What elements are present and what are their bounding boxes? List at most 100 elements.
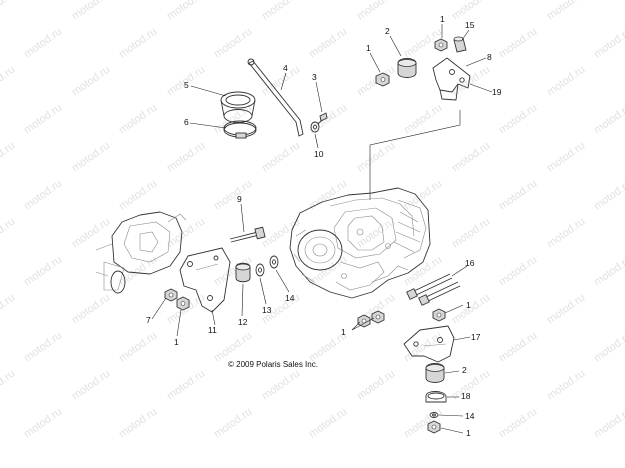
watermark-text: motod.ru — [545, 216, 587, 251]
watermark-text: motod.ru — [497, 102, 539, 137]
nut-part — [434, 38, 448, 52]
watermark-text: motod.ru — [402, 330, 444, 365]
small-bolt-part — [317, 112, 328, 125]
watermark-text: motod.ru — [545, 368, 587, 403]
engine-mount-bracket — [179, 247, 231, 313]
watermark-text: motod.ru — [70, 0, 112, 22]
watermark-text: motod.ru — [117, 406, 159, 441]
callout-label: 10 — [314, 149, 324, 159]
watermark-text: motod.ru — [545, 0, 587, 22]
watermark-text: motod.ru — [212, 406, 254, 441]
watermark-text: motod.ru — [592, 102, 625, 137]
watermark-text: motod.ru — [165, 216, 207, 251]
leader-lines — [151, 24, 493, 434]
copyright-text: © 2009 Polaris Sales Inc. — [228, 360, 318, 369]
watermark-text: motod.ru — [70, 368, 112, 403]
watermark-text: motod.ru — [355, 368, 397, 403]
watermark-text: motod.ru — [117, 178, 159, 213]
watermark-text: motod.ru — [592, 254, 625, 289]
callout-label: 9 — [237, 194, 242, 204]
watermark-text: motod.ru — [165, 0, 207, 22]
watermark-text: motod.ru — [117, 330, 159, 365]
watermark-text: motod.ru — [497, 406, 539, 441]
watermark-text: motod.ru — [0, 0, 17, 22]
callout-label: 14 — [465, 411, 475, 421]
rod-part — [247, 58, 304, 137]
watermark-text: motod.ru — [592, 26, 625, 61]
washer-part — [269, 255, 279, 269]
clamp-part — [223, 120, 257, 139]
watermark-text: motod.ru — [355, 140, 397, 175]
watermark-text: motod.ru — [165, 368, 207, 403]
rubber-mount-part — [425, 363, 445, 383]
watermark-text: motod.ru — [307, 26, 349, 61]
watermark-text: motod.ru — [0, 292, 17, 327]
watermark-text: motod.ru — [402, 102, 444, 137]
rubber-mount-part — [397, 58, 417, 78]
watermark-text: motod.ru — [70, 216, 112, 251]
nut-part — [432, 308, 446, 322]
upper-bracket-part — [432, 57, 471, 101]
watermark-text: motod.ru — [22, 330, 64, 365]
watermark-text: motod.ru — [545, 292, 587, 327]
watermark-text: motod.ru — [592, 330, 625, 365]
watermark-text: motod.ru — [0, 368, 17, 403]
callout-label: 15 — [465, 20, 475, 30]
callout-label: 6 — [184, 117, 189, 127]
callout-label: 1 — [466, 428, 471, 438]
nut-part — [427, 420, 441, 434]
watermark-text: motod.ru — [450, 64, 492, 99]
watermark-text: motod.ru — [165, 140, 207, 175]
watermark-text: motod.ru — [545, 140, 587, 175]
callout-label: 1 — [174, 337, 179, 347]
watermark-text: motod.ru — [402, 254, 444, 289]
engine-assembly — [289, 187, 431, 299]
watermark-text: motod.ru — [497, 254, 539, 289]
watermark-text: motod.ru — [212, 26, 254, 61]
watermark-text: motod.ru — [22, 406, 64, 441]
watermark-text: motod.ru — [592, 178, 625, 213]
watermark-text: motod.ru — [117, 26, 159, 61]
callout-label: 5 — [184, 80, 189, 90]
watermark-text: motod.ru — [70, 140, 112, 175]
watermark-text: motod.ru — [450, 292, 492, 327]
callout-label: 2 — [385, 26, 390, 36]
watermark-text: motod.ru — [260, 0, 302, 22]
watermark-text: motod.ru — [402, 178, 444, 213]
small-bracket-part — [425, 391, 447, 403]
watermark-text: motod.ru — [260, 64, 302, 99]
watermark-text: motod.ru — [355, 216, 397, 251]
callout-label: 13 — [262, 305, 272, 315]
washer-part — [429, 412, 439, 418]
callout-label: 1 — [341, 327, 346, 337]
callout-label: 17 — [471, 332, 481, 342]
watermark-text: motod.ru — [450, 216, 492, 251]
callout-label: 3 — [312, 72, 317, 82]
callout-label: 14 — [285, 293, 295, 303]
nut-part — [164, 288, 178, 302]
intake-boot-part — [220, 91, 256, 123]
watermark-text: motod.ru — [0, 216, 17, 251]
callout-label: 1 — [440, 14, 445, 24]
watermark-text: motod.ru — [355, 0, 397, 22]
watermark-text: motod.ru — [22, 254, 64, 289]
long-bolt-part — [229, 226, 266, 243]
watermark-text: motod.ru — [212, 178, 254, 213]
gearbox-assembly — [95, 211, 187, 294]
watermark-text: motod.ru — [307, 406, 349, 441]
watermark-text: motod.ru — [0, 64, 17, 99]
watermark-text: motod.ru — [117, 102, 159, 137]
washer-part — [255, 263, 265, 277]
nut-part — [176, 296, 190, 311]
callout-label: 7 — [146, 315, 151, 325]
callout-label: 4 — [283, 63, 288, 73]
watermark-text: motod.ru — [497, 178, 539, 213]
nut-part — [375, 72, 390, 87]
washer-part — [310, 121, 320, 133]
watermark-text: motod.ru — [0, 140, 17, 175]
watermark-text: motod.ru — [260, 140, 302, 175]
callout-label: 16 — [465, 258, 475, 268]
